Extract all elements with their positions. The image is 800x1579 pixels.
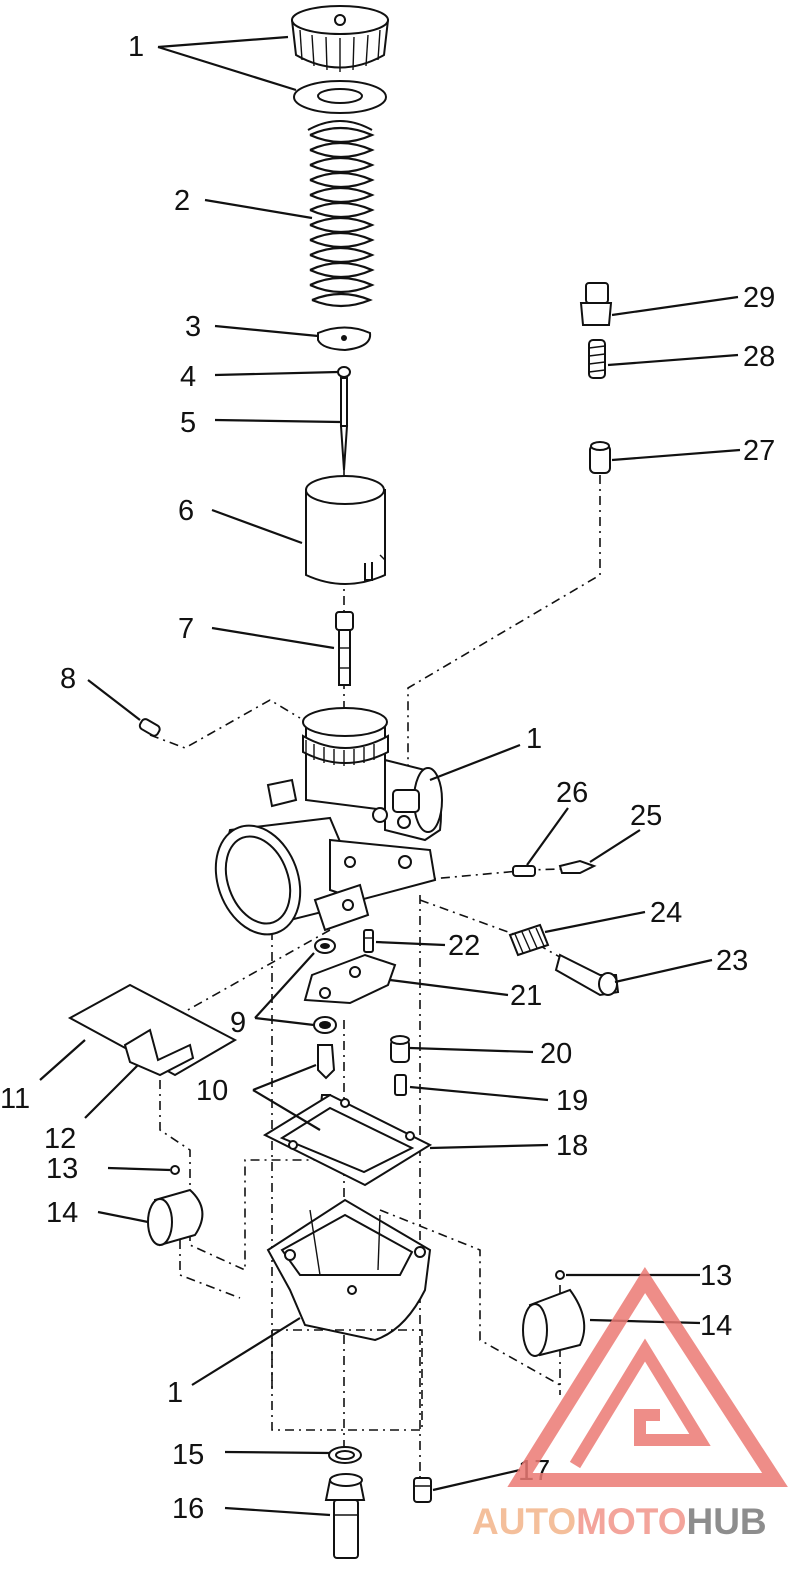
callout-11: 11 <box>0 1083 30 1115</box>
part-29-plunger-nut <box>579 282 613 326</box>
callout-14-right: 14 <box>700 1310 732 1342</box>
leader-lines <box>39 35 741 1517</box>
part-6-throttle-slide <box>305 475 386 585</box>
callout-23: 23 <box>716 945 748 977</box>
callout-26: 26 <box>556 777 588 809</box>
watermark-logo <box>507 1266 788 1487</box>
watermark-moto-text: MOTO <box>576 1501 686 1542</box>
callout-1-top: 1 <box>128 31 144 63</box>
part-1-top-cap <box>290 5 390 72</box>
part-13-float-pin-right <box>555 1270 565 1280</box>
part-27-plunger <box>589 441 611 474</box>
callout-9: 9 <box>230 1007 246 1039</box>
watermark-auto-text: AUTO <box>472 1501 576 1542</box>
automotohub-watermark: AUTOMOTOHUB <box>472 1266 788 1542</box>
callout-2: 2 <box>174 185 190 217</box>
callout-22: 22 <box>448 930 480 962</box>
part-19-main-jet <box>394 1074 407 1096</box>
part-14-float-left <box>147 1188 204 1247</box>
part-23-air-screw <box>554 953 620 997</box>
callout-10: 10 <box>196 1075 228 1107</box>
callout-5: 5 <box>180 407 196 439</box>
callout-24: 24 <box>650 897 682 929</box>
carburetor-body <box>214 707 443 936</box>
callout-8: 8 <box>60 663 76 695</box>
callout-18: 18 <box>556 1130 588 1162</box>
callout-21: 21 <box>510 980 542 1012</box>
part-5-jet-needle <box>339 377 349 471</box>
callout-6: 6 <box>178 495 194 527</box>
part-14-float-right <box>522 1288 586 1357</box>
part-2-spring <box>307 120 375 308</box>
callout-14-left: 14 <box>46 1197 78 1229</box>
part-7-needle-jet <box>335 611 354 686</box>
part-13-float-pin-left <box>170 1165 180 1175</box>
callout-3: 3 <box>185 311 201 343</box>
callout-13-right: 13 <box>700 1260 732 1292</box>
callout-1-side: 1 <box>526 723 542 755</box>
part-8-pilot-plug <box>138 718 161 737</box>
callout-12: 12 <box>44 1123 76 1155</box>
float-bowl <box>266 1198 432 1431</box>
callout-29: 29 <box>743 282 775 314</box>
callout-7: 7 <box>178 613 194 645</box>
callout-27: 27 <box>743 435 775 467</box>
callout-19: 19 <box>556 1085 588 1117</box>
callout-15: 15 <box>172 1439 204 1471</box>
part-22-screw <box>363 929 374 953</box>
svg-text:AUTOMOTOHUB: AUTOMOTOHUB <box>472 1501 767 1542</box>
part-1-washer <box>293 80 387 114</box>
callout-labels: 1 2 3 4 5 6 7 8 1 9 10 11 12 13 14 1 15 … <box>0 31 775 1525</box>
callout-16: 16 <box>172 1493 204 1525</box>
part-21-float-arm <box>303 953 397 1005</box>
part-3-needle-plate <box>317 326 372 352</box>
watermark-hub-text: HUB <box>686 1501 766 1542</box>
part-26-spring <box>512 865 536 877</box>
callout-13-left: 13 <box>46 1153 78 1185</box>
part-12-float-clip <box>123 1028 195 1077</box>
callout-28: 28 <box>743 341 775 373</box>
part-18-bowl-gasket <box>262 1093 433 1187</box>
part-9-washers <box>313 938 337 1034</box>
part-28-plunger-spring <box>588 339 606 379</box>
part-25-idle-screw <box>558 859 597 874</box>
callout-1-bottom: 1 <box>167 1377 183 1409</box>
part-16-drain-plug <box>324 1473 366 1559</box>
part-17-drain-screw <box>413 1477 432 1503</box>
callout-4: 4 <box>180 361 196 393</box>
part-15-o-ring <box>328 1446 362 1464</box>
part-24-spring <box>508 923 550 957</box>
part-4-e-clip <box>337 366 351 378</box>
callout-20: 20 <box>540 1038 572 1070</box>
part-20-pilot-jet <box>390 1035 410 1063</box>
callout-25: 25 <box>630 800 662 832</box>
